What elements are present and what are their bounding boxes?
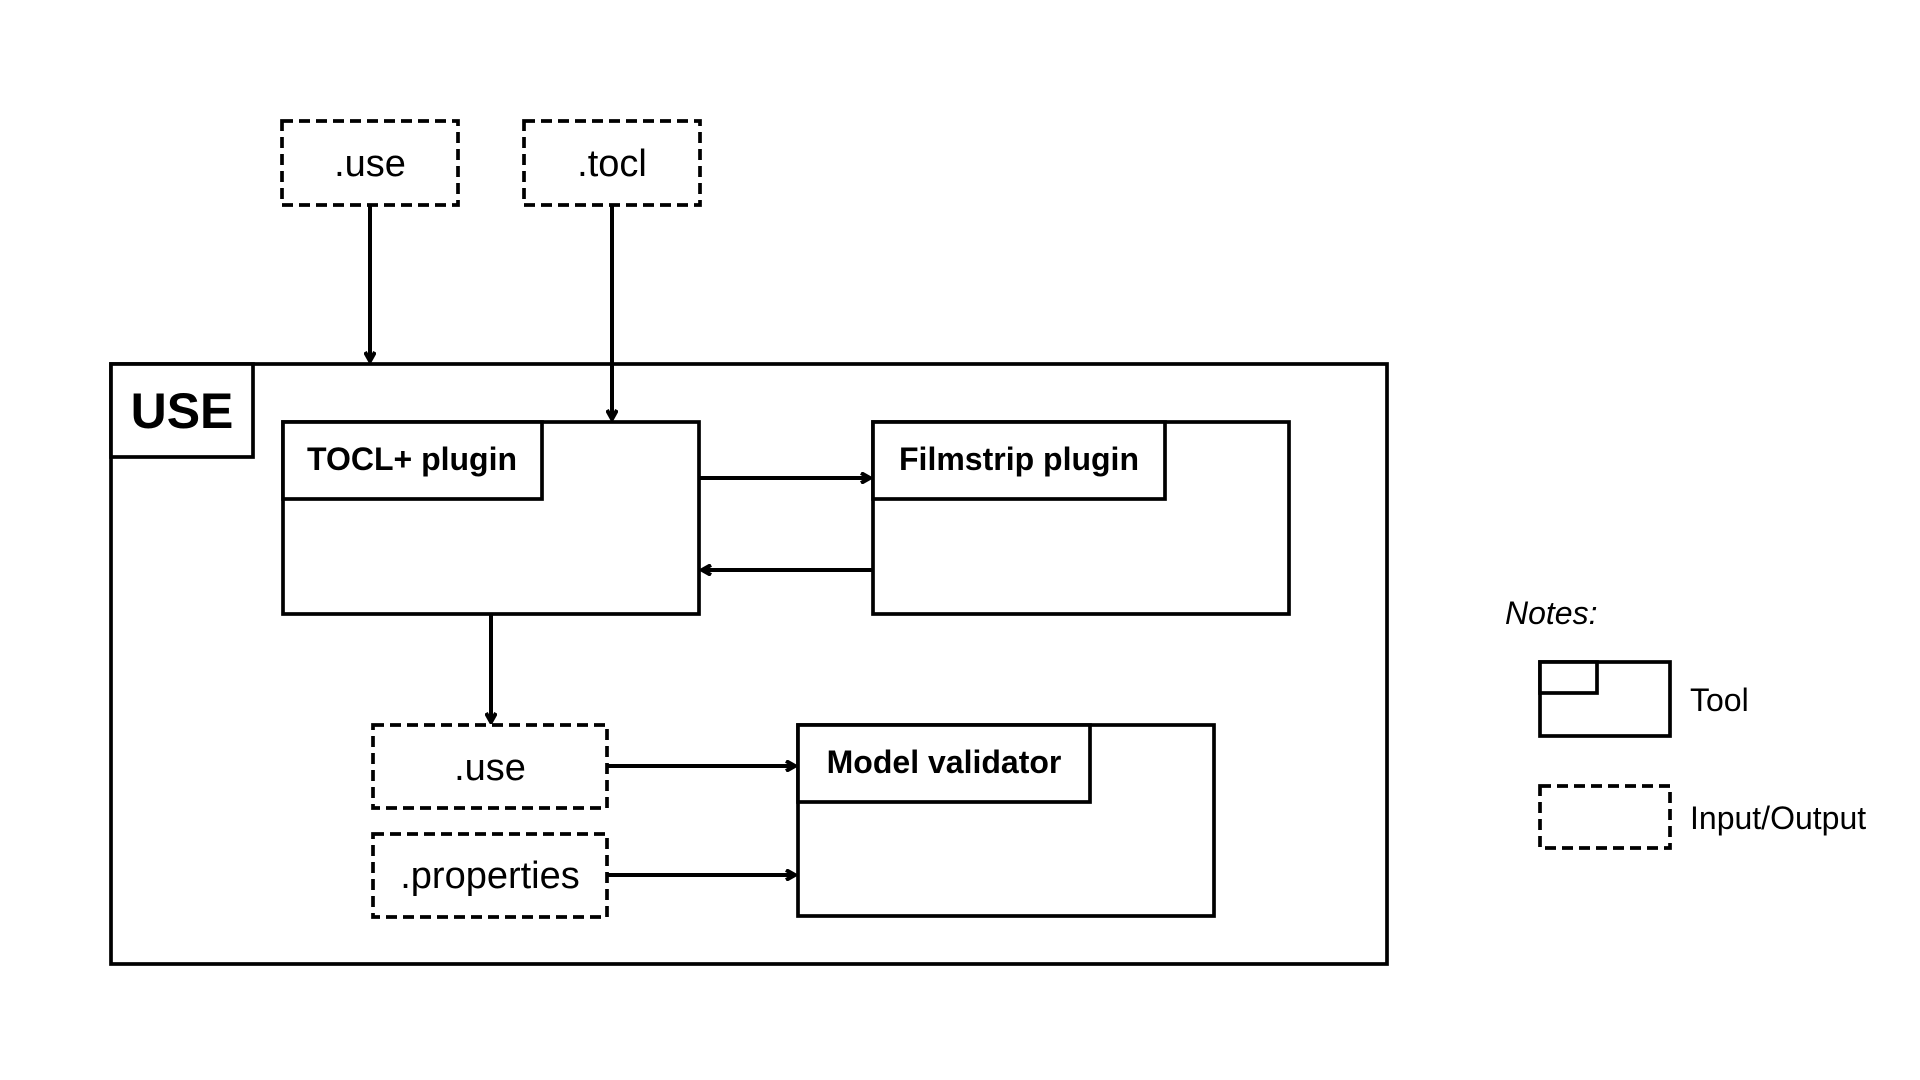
output-properties-file: .properties: [371, 832, 609, 919]
legend-tool-symbol: [1538, 660, 1672, 738]
output-use-file: .use: [371, 723, 609, 810]
input-use-file: .use: [280, 119, 460, 207]
output-properties-label: .properties: [400, 855, 580, 897]
use-container-label: USE: [131, 383, 234, 439]
legend-tool-label: Tool: [1690, 682, 1749, 718]
input-tocl-label: .tocl: [577, 143, 647, 185]
legend-io-symbol: [1538, 784, 1672, 850]
notes-title: Notes:: [1505, 595, 1597, 631]
filmstrip-plugin-label: Filmstrip plugin: [899, 441, 1139, 477]
tocl-plugin-label: TOCL+ plugin: [307, 441, 517, 477]
legend-io-label: Input/Output: [1690, 800, 1866, 836]
filmstrip-plugin-tool: Filmstrip plugin: [871, 420, 1291, 616]
output-use-label: .use: [454, 747, 526, 789]
input-tocl-file: .tocl: [522, 119, 702, 207]
model-validator-label: Model validator: [827, 744, 1062, 780]
input-use-label: .use: [334, 143, 406, 185]
model-validator-tool: Model validator: [796, 723, 1216, 918]
tocl-plugin-tool: TOCL+ plugin: [281, 420, 701, 616]
notes-legend: Notes: Tool Input/Output: [1505, 595, 1866, 850]
